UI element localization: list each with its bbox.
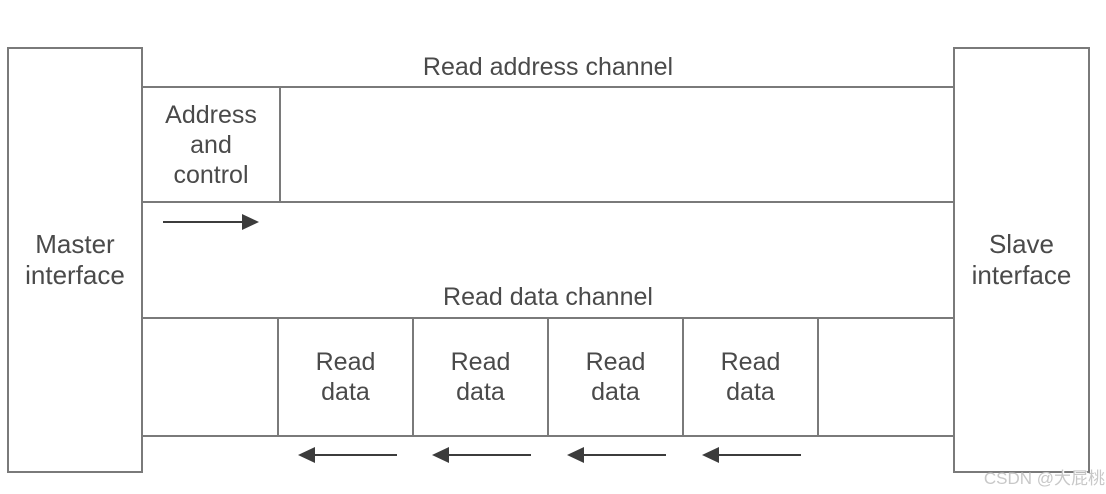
read-data-label-3-line2: data — [591, 378, 640, 406]
read-data-label-4-line2: data — [726, 378, 775, 406]
read-data-box-1: Read data — [277, 317, 414, 437]
watermark: CSDN @大屁桃 — [983, 469, 1105, 488]
read-data-label-1-line1: Read — [315, 348, 376, 376]
left-arrow-1-shaft — [312, 454, 397, 456]
left-arrow-icon-1 — [298, 447, 397, 463]
read-data-box-2: Read data — [412, 317, 549, 437]
left-arrow-icon-3 — [567, 447, 666, 463]
left-arrow-3-shaft — [581, 454, 666, 456]
left-arrow-3-head — [567, 447, 584, 463]
master-interface-label-line1: Master — [35, 229, 115, 259]
slave-interface-box: Slave interface — [953, 47, 1090, 473]
read-data-label-4: Read data — [721, 347, 781, 407]
right-arrow-icon — [163, 214, 259, 230]
read-data-label-1-line2: data — [321, 378, 370, 406]
right-arrow-shaft — [163, 221, 245, 223]
read-data-label-2-line1: Read — [450, 348, 511, 376]
master-interface-label: Master interface — [25, 229, 125, 291]
address-control-box: Address and control — [141, 86, 281, 203]
address-control-label-line1: Address — [165, 100, 257, 129]
master-interface-box: Master interface — [7, 47, 143, 473]
left-arrow-4-head — [702, 447, 719, 463]
slave-interface-label: Slave interface — [972, 229, 1072, 291]
left-arrow-1-head — [298, 447, 315, 463]
read-data-box-4: Read data — [682, 317, 819, 437]
left-arrow-4-shaft — [716, 454, 801, 456]
read-data-label-2-line2: data — [456, 378, 505, 406]
read-data-channel-title: Read data channel — [443, 283, 653, 311]
left-arrow-2-head — [432, 447, 449, 463]
read-data-label-2: Read data — [451, 347, 511, 407]
address-control-label-line2: and — [190, 130, 232, 159]
slave-interface-label-line2: interface — [971, 260, 1072, 290]
read-data-label-4-line1: Read — [720, 348, 781, 376]
right-arrow-head — [242, 214, 259, 230]
left-arrow-icon-4 — [702, 447, 801, 463]
read-data-label-3: Read data — [586, 347, 646, 407]
read-data-label-1: Read data — [316, 347, 376, 407]
address-control-label: Address and control — [165, 100, 257, 190]
left-arrow-icon-2 — [432, 447, 531, 463]
read-data-label-3-line1: Read — [585, 348, 646, 376]
read-data-box-3: Read data — [547, 317, 684, 437]
master-interface-label-line2: interface — [25, 260, 125, 290]
left-arrow-2-shaft — [446, 454, 531, 456]
address-control-label-line3: control — [173, 160, 249, 189]
read-address-channel-title: Read address channel — [422, 53, 674, 81]
slave-interface-label-line1: Slave — [988, 229, 1055, 259]
